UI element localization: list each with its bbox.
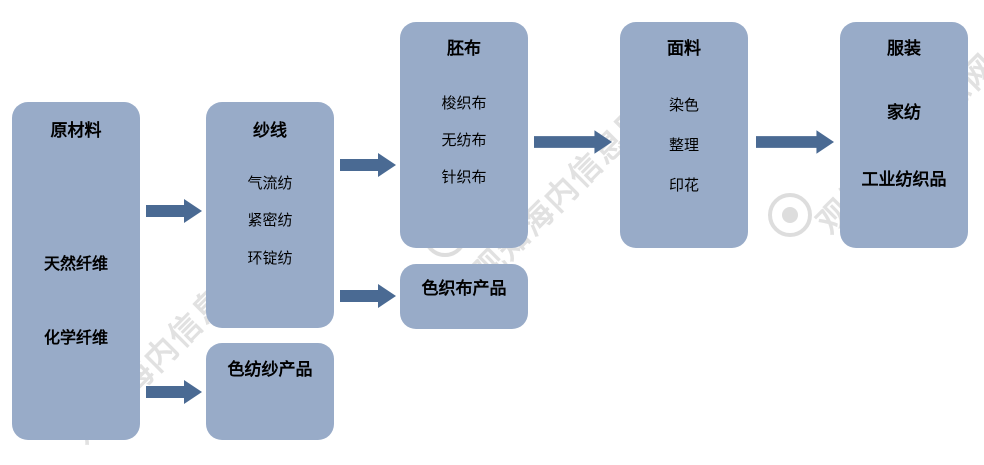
apparel-item: 工业纺织品 [861,170,947,190]
grey-fabric-item: 梭织布 [441,94,487,112]
apparel-item: 家纺 [887,103,921,123]
colored-yarn-title: 色纺纱产品 [227,360,313,380]
arrow-right-icon [340,153,396,177]
grey-fabric-item: 无纺布 [441,131,487,149]
colored-fabric-title: 色织布产品 [421,279,507,299]
colored-fabric-box: 色织布产品 [400,264,528,329]
arrow-right-icon [756,130,834,154]
colored-yarn-box: 色纺纱产品 [206,343,334,440]
raw-materials-item: 化学纤维 [43,328,108,347]
yarn-title: 纱线 [253,121,287,141]
apparel-title: 服装 [887,39,921,59]
arrow-right-icon [340,284,396,308]
arrow-right-icon [146,380,202,404]
yarn-box: 纱线 气流纺 紧密纺 环锭纺 [206,102,334,328]
arrow-right-icon [146,199,202,223]
arrow-right-icon [534,130,612,154]
raw-materials-item: 天然纤维 [43,254,108,273]
grey-fabric-title: 胚布 [447,39,481,59]
watermark-logo-icon [768,193,812,237]
fabric-box: 面料 染色 整理 印花 [620,22,748,248]
fabric-item: 印花 [668,176,699,194]
fabric-item: 整理 [668,136,699,154]
yarn-item: 紧密纺 [247,211,293,229]
fabric-item: 染色 [668,96,699,114]
raw-materials-title: 原材料 [50,121,102,141]
fabric-title: 面料 [667,39,701,59]
yarn-item: 气流纺 [247,174,293,192]
raw-materials-box: 原材料 天然纤维 化学纤维 [12,102,140,440]
apparel-box: 服装 家纺 工业纺织品 [840,22,968,248]
yarn-item: 环锭纺 [247,249,293,267]
grey-fabric-box: 胚布 梭织布 无纺布 针织布 [400,22,528,248]
grey-fabric-item: 针织布 [441,168,487,186]
